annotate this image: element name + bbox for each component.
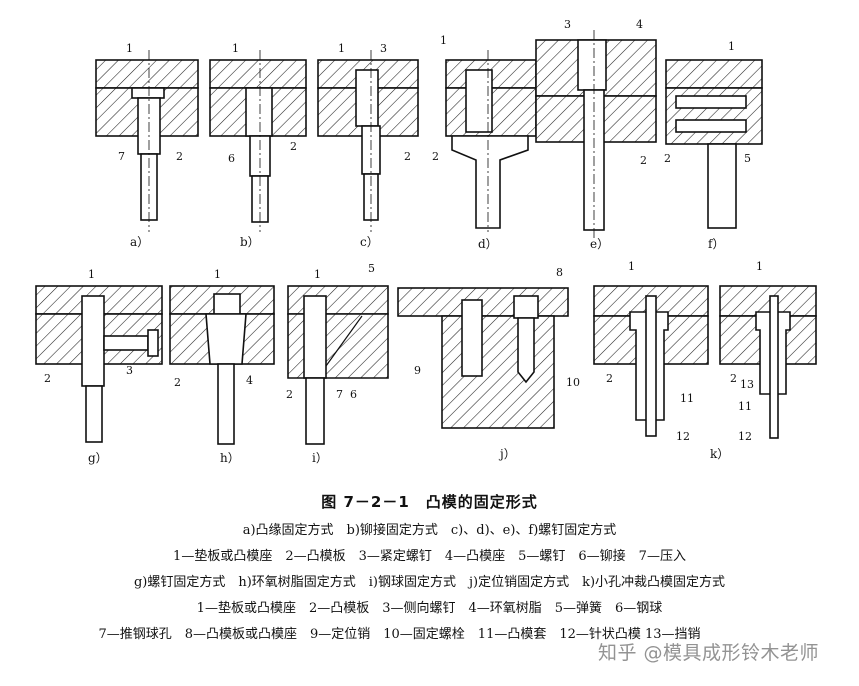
- part-number: 9: [414, 364, 421, 377]
- part-number: 8: [556, 266, 563, 279]
- part-number: 6: [228, 152, 235, 165]
- part-number: 1: [214, 268, 221, 281]
- part-number: 2: [404, 150, 411, 163]
- subfigure-d: [445, 50, 537, 232]
- legend-line-2: 1—垫板或凸模座 2—凸模板 3—紧定螺钉 4—凸模座 5—螺钉 6—铆接 7—…: [173, 549, 686, 564]
- subfigure-label: c）: [360, 235, 379, 249]
- subfigure-f: [665, 59, 763, 229]
- part-number: 7: [336, 388, 343, 401]
- legend-line-3: g)螺钉固定方式 h)环氧树脂固定方式 i)钢球固定方式 j)定位销固定方式 k…: [133, 575, 726, 590]
- subfigure-label: j）: [498, 447, 516, 461]
- part-number: 7: [118, 150, 125, 163]
- part-number: 12: [738, 430, 752, 443]
- subfigure-j: [397, 287, 569, 429]
- part-number: 2: [606, 372, 613, 385]
- subfigure-label: k）: [710, 447, 729, 461]
- part-number: 5: [744, 152, 751, 165]
- part-number: 4: [636, 18, 643, 31]
- part-number: 11: [680, 392, 694, 405]
- part-number: 2: [664, 152, 671, 165]
- part-number: 1: [728, 40, 735, 53]
- subfigure-label: e）: [590, 237, 609, 251]
- part-number: 1: [88, 268, 95, 281]
- part-number: 1: [126, 42, 133, 55]
- subfigure-label: g）: [88, 451, 108, 465]
- part-number: 3: [380, 42, 387, 55]
- legend-line-1: a)凸缘固定方式 b)铆接固定方式 c)、d)、e)、f)螺钉固定方式: [242, 523, 617, 538]
- watermark: 知乎 @模具成形铃木老师: [598, 642, 820, 664]
- part-number: 2: [44, 372, 51, 385]
- part-number: 2: [174, 376, 181, 389]
- subfigure-g: [35, 285, 163, 443]
- part-number: 2: [432, 150, 439, 163]
- subfigure-label: d）: [478, 237, 498, 251]
- part-number: 2: [286, 388, 293, 401]
- part-number: 1: [232, 42, 239, 55]
- subfigure-label: b）: [240, 235, 260, 249]
- part-number: 2: [290, 140, 297, 153]
- subfigure-label: i）: [312, 451, 328, 465]
- part-number: 12: [676, 430, 690, 443]
- part-number: 2: [730, 372, 737, 385]
- part-number: 13: [740, 378, 754, 391]
- part-number: 1: [756, 260, 763, 273]
- subfigure-i: [287, 285, 389, 445]
- part-number: 1: [338, 42, 345, 55]
- subfigure-labels: a） b） c） d） e） f） g） h） i） j） k）: [88, 235, 729, 465]
- subfigure-label: h）: [220, 451, 240, 465]
- subfigure-e: [535, 30, 657, 238]
- subfigure-h: [169, 285, 275, 445]
- part-number: 6: [350, 388, 357, 401]
- subfigure-k: [593, 285, 817, 439]
- part-number: 3: [126, 364, 133, 377]
- part-number: 1: [314, 268, 321, 281]
- part-number: 1: [440, 34, 447, 47]
- part-number: 11: [738, 400, 752, 413]
- subfigure-c: [317, 50, 419, 232]
- part-number: 3: [564, 18, 571, 31]
- subfigure-b: [209, 50, 307, 232]
- part-number: 10: [566, 376, 580, 389]
- legend-line-5: 7—推钢球孔 8—凸模板或凸模座 9—定位销 10—固定螺栓 11—凸模套 12…: [98, 627, 701, 642]
- subfigure-label: a）: [130, 235, 149, 249]
- legend-line-4: 1—垫板或凸模座 2—凸模板 3—侧向螺钉 4—环氧树脂 5—弹簧 6—钢球: [196, 601, 663, 616]
- subfigure-label: f）: [708, 237, 724, 251]
- part-number: 4: [246, 374, 253, 387]
- subfigure-a: [95, 50, 199, 232]
- figure-title: 图 7－2－1 凸模的固定形式: [321, 493, 538, 511]
- part-number: 1: [628, 260, 635, 273]
- part-number: 5: [368, 262, 375, 275]
- part-number: 2: [176, 150, 183, 163]
- part-number: 2: [640, 154, 647, 167]
